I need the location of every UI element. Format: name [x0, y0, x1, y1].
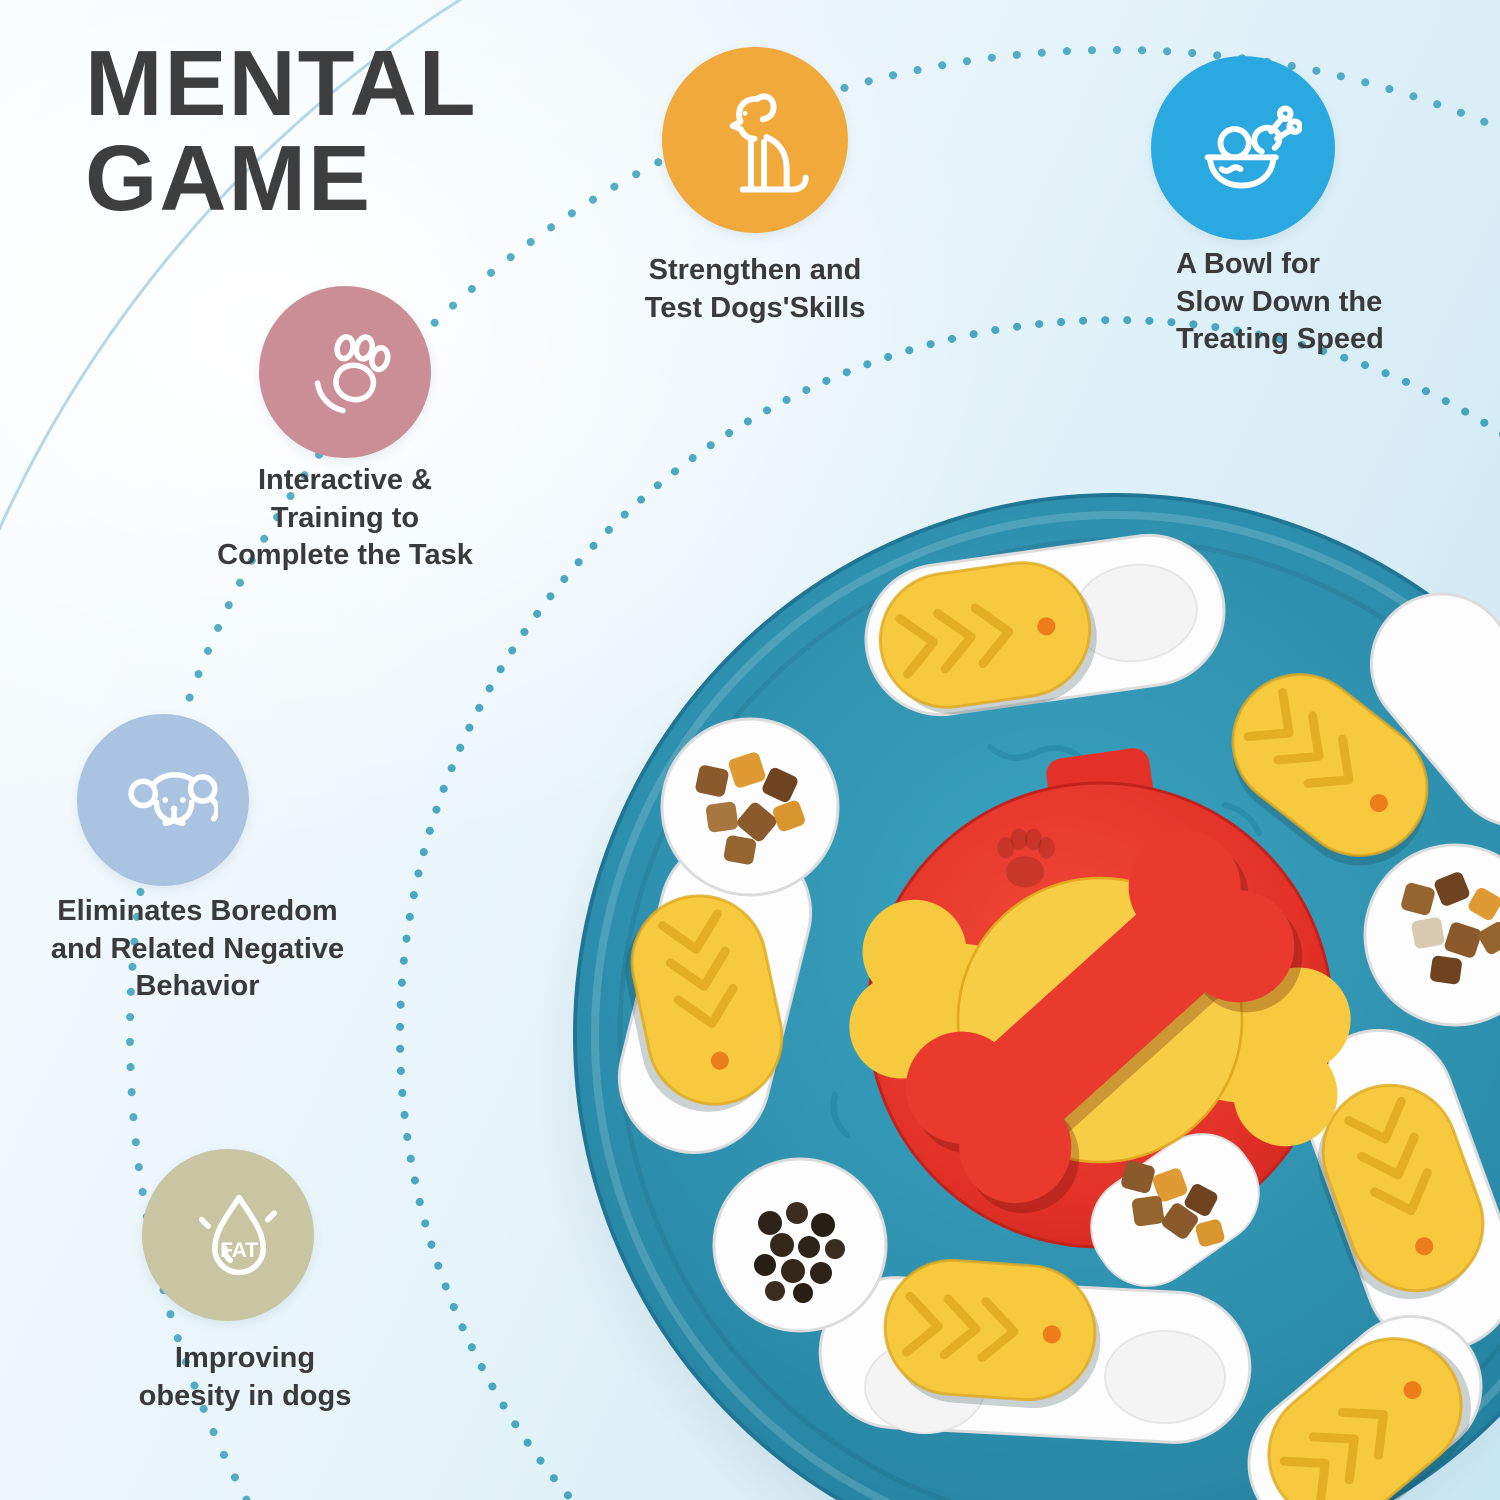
feature-eliminates-boredom-label: Eliminates Boredom and Related Negative … [50, 895, 345, 1003]
outer-dotted-arc [126, 46, 1500, 1500]
paw-print-icon [259, 286, 431, 458]
dog-face-icon [77, 714, 249, 886]
treat-cubes-center [1121, 1160, 1225, 1247]
treat-cubes-right [1401, 872, 1500, 985]
fat-drop-art: FAT [198, 1194, 277, 1276]
fat-drop-text: FAT [220, 1239, 258, 1262]
feature-slow-feed-bowl-label: A Bowl for Slow Down the Treating Speed [1176, 248, 1384, 356]
kibble-cluster [754, 1202, 845, 1303]
paw-print-art [314, 334, 391, 414]
embossed-grooves [830, 744, 1262, 1138]
food-bowl-icon [1151, 56, 1335, 240]
center-turntable [849, 748, 1351, 1287]
dog-puzzle-feeder-product-photo [535, 493, 1500, 1500]
title-line-1: MENTAL [85, 31, 478, 135]
compartment-depressions [864, 563, 1226, 1434]
sitting-dog-art [730, 94, 810, 193]
title-line-2: GAME [85, 125, 372, 230]
food-bowl-art [1204, 105, 1302, 189]
treat-cubes-left [695, 752, 805, 865]
fat-drop-icon: FAT [142, 1149, 314, 1321]
feature-strengthen-skills-label: Strengthen and Test Dogs'Skills [644, 254, 866, 324]
sitting-dog-icon [662, 47, 848, 233]
feature-interactive-training-label: Interactive & Training to Complete the T… [217, 464, 473, 572]
feature-improving-obesity-label: Improving obesity in dogs [138, 1342, 352, 1412]
red-bone-handle [905, 830, 1295, 1204]
dog-face-art [128, 772, 219, 826]
page-title: MENTAL GAME [85, 36, 478, 226]
